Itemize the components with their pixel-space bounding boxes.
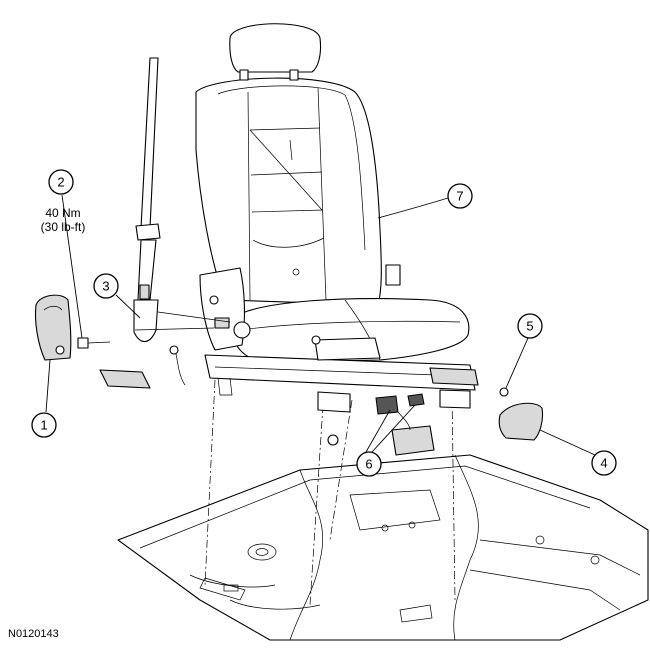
rear-shield-part-4 [498,402,544,441]
nut-part-5 [499,387,509,397]
torque-lbft: (30 lb-ft) [41,220,86,234]
leader-lines [45,194,596,456]
torque-nm: 40 Nm [45,206,80,220]
seat-belt [133,57,231,343]
callout-2-label: 2 [57,175,64,190]
callout-3: 3 [93,273,119,299]
callout-6-label: 6 [365,457,372,472]
callout-6: 6 [356,451,382,477]
seat-back [195,23,382,306]
callout-2: 2 [48,169,74,195]
seat-harness-left [99,345,186,389]
anchor-cover-part-1 [34,294,72,361]
callout-7-label: 7 [456,189,463,204]
seat-cushion [199,264,470,363]
anchor-bolt-part-2 [77,337,111,349]
callout-1: 1 [31,412,57,438]
callout-7: 7 [447,183,473,209]
connectors-part-6 [375,393,435,456]
seat-track [204,335,479,446]
callout-5-label: 5 [526,319,533,334]
alignment-lines [204,379,456,606]
callout-1-label: 1 [40,418,47,433]
floor-pan [117,454,649,641]
figure-id: N0120143 [8,628,59,640]
callout-4-label: 4 [600,456,607,471]
callout-4: 4 [591,450,617,476]
callout-5: 5 [517,313,543,339]
callout-3-label: 3 [102,279,109,294]
